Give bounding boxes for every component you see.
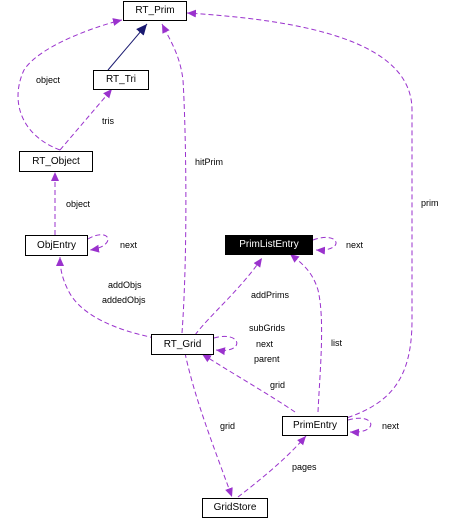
edge-label-addprims: addPrims <box>251 290 290 300</box>
edge-label-next-primentry: next <box>382 421 400 431</box>
edge-rt-tri-inherits-rt-prim <box>107 23 148 71</box>
edge-label-next-primlistentry: next <box>346 240 364 250</box>
edge-objentry-self-next <box>87 234 109 253</box>
edge-gridstore-to-primentry <box>237 435 307 498</box>
edge-rt-object-to-rt-prim <box>17 18 123 151</box>
edge-label-tris: tris <box>102 116 114 126</box>
edge-rt-grid-to-rt-prim <box>161 23 187 334</box>
edge-rt-grid-self-loop <box>213 336 238 356</box>
edge-rt-grid-to-gridstore <box>184 352 233 498</box>
node-rt-tri[interactable]: RT_Tri <box>93 70 149 90</box>
node-objentry[interactable]: ObjEntry <box>25 235 88 256</box>
node-rt-grid[interactable]: RT_Grid <box>151 334 214 355</box>
edge-label-grid-gridstore: grid <box>220 421 235 431</box>
edge-rt-grid-to-primlistentry <box>194 257 263 336</box>
edge-label-grid-primentry: grid <box>270 380 285 390</box>
edge-label-addedobjs: addedObjs <box>102 295 146 305</box>
node-rt-object[interactable]: RT_Object <box>19 151 93 172</box>
edge-primlistentry-self-next <box>312 236 337 255</box>
edge-rt-object-to-rt-tri <box>59 88 113 151</box>
edge-label-list: list <box>331 338 342 348</box>
node-gridstore[interactable]: GridStore <box>202 498 268 518</box>
edge-rt-grid-to-objentry <box>56 256 156 339</box>
node-primentry[interactable]: PrimEntry <box>282 416 348 436</box>
edge-label-object-mid: object <box>66 199 91 209</box>
edge-primentry-self-next <box>347 417 372 437</box>
edge-label-pages: pages <box>292 462 317 472</box>
edge-label-addobjs: addObjs <box>108 280 142 290</box>
edge-label-prim: prim <box>421 198 439 208</box>
edge-label-hitprim: hitPrim <box>195 157 223 167</box>
edge-primentry-to-primlistentry <box>289 253 323 413</box>
edge-primentry-to-rt-prim <box>186 9 413 421</box>
edge-label-parent: parent <box>254 354 280 364</box>
edge-label-next-objentry: next <box>120 240 138 250</box>
node-rt-prim[interactable]: RT_Prim <box>123 1 187 21</box>
edge-label-next-grid: next <box>256 339 274 349</box>
edge-label-subgrids: subGrids <box>249 323 286 333</box>
edge-primentry-to-rt-grid <box>201 353 296 413</box>
edge-label-object-top: object <box>36 75 61 85</box>
node-primlistentry[interactable]: PrimListEntry <box>225 235 313 255</box>
